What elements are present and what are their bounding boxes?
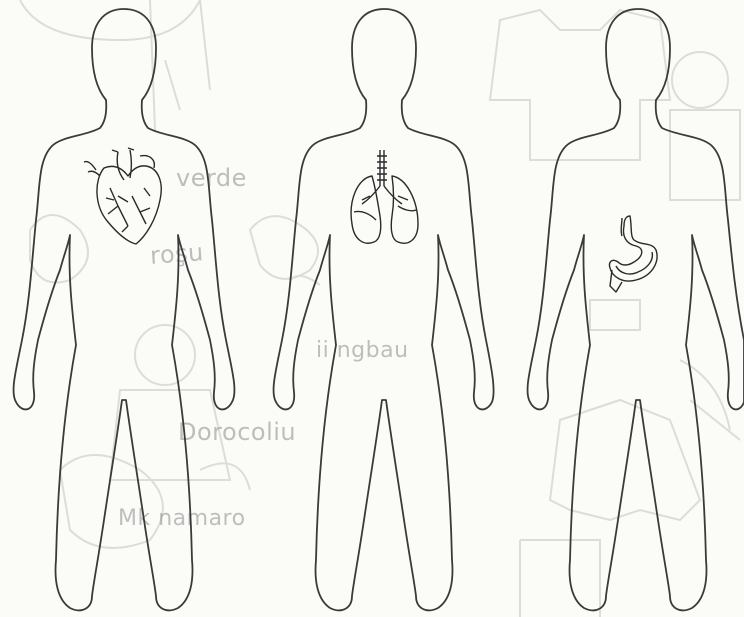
body-outline [274, 9, 494, 610]
body-outline [14, 9, 235, 610]
body-outline-heart [0, 0, 248, 617]
stomach-icon [609, 216, 657, 292]
body-outline [528, 9, 744, 610]
body-outline-lungs [248, 0, 496, 617]
body-outline-stomach [496, 0, 744, 617]
lungs-icon [351, 150, 418, 243]
heart-icon [84, 148, 161, 244]
